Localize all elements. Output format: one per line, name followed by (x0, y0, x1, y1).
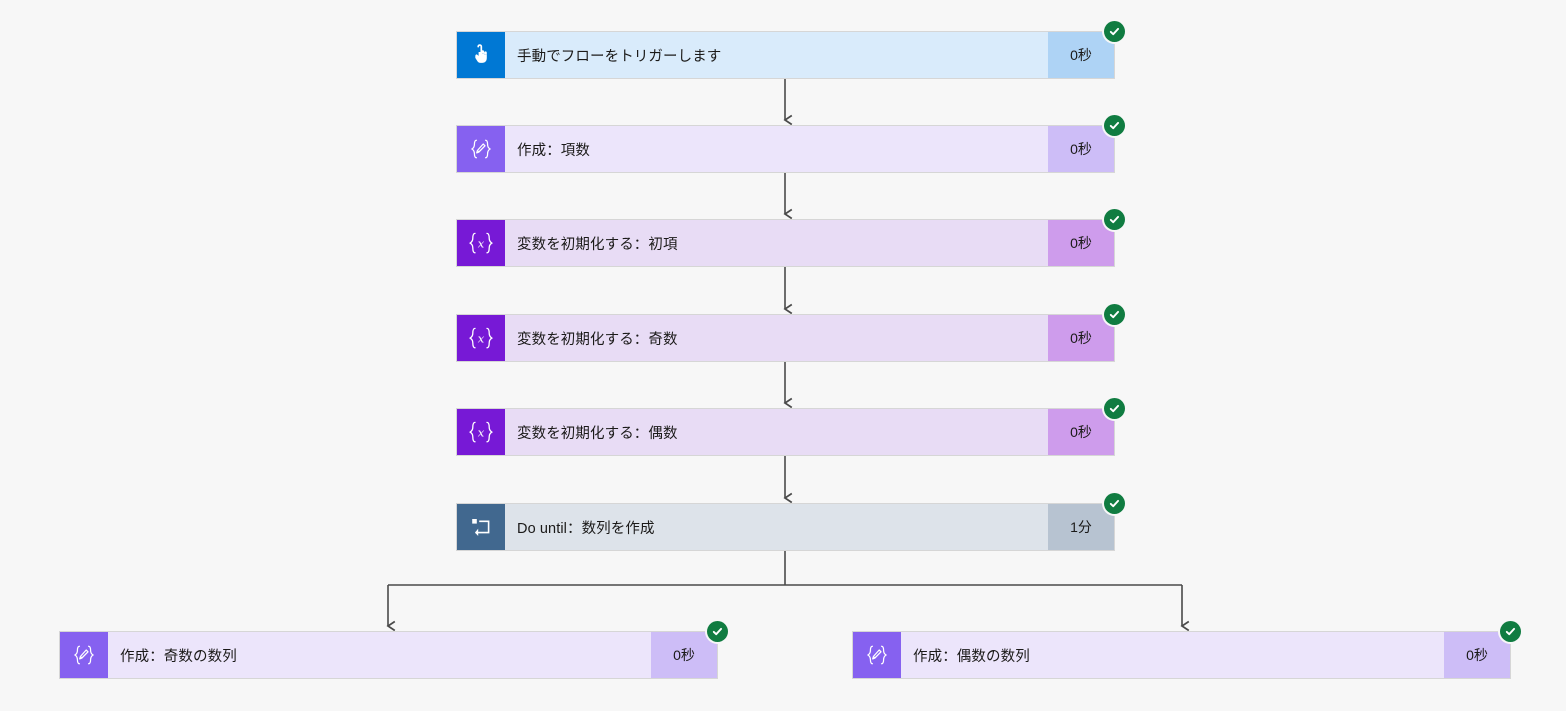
status-badge-succeeded (1104, 398, 1125, 419)
flow-node-duration: 0秒 (1048, 409, 1114, 455)
flow-node-init-even[interactable]: x 変数を初期化する：偶数 0秒 (456, 398, 1125, 456)
status-badge-succeeded (1104, 493, 1125, 514)
variable-braces-icon: x (457, 220, 505, 266)
compose-braces-icon (853, 632, 901, 678)
flow-node-duration: 0秒 (651, 632, 717, 678)
flow-node-compose-even-sequence[interactable]: 作成：偶数の数列 0秒 (852, 621, 1521, 679)
flow-node-title: 手動でフローをトリガーします (505, 32, 1048, 78)
flow-node-duration: 0秒 (1048, 315, 1114, 361)
svg-text:x: x (478, 426, 485, 440)
svg-text:x: x (478, 332, 485, 346)
flow-node-title: 作成：奇数の数列 (108, 632, 651, 678)
flow-node-duration: 0秒 (1048, 126, 1114, 172)
loop-until-icon (457, 504, 505, 550)
flow-node-duration: 0秒 (1048, 32, 1114, 78)
flow-node-init-odd[interactable]: x 変数を初期化する：奇数 0秒 (456, 304, 1125, 362)
status-badge-succeeded (1104, 209, 1125, 230)
status-badge-succeeded (1104, 115, 1125, 136)
svg-text:x: x (478, 237, 485, 251)
flow-node-title: 作成：項数 (505, 126, 1048, 172)
flow-node-manual-trigger[interactable]: 手動でフローをトリガーします 0秒 (456, 21, 1125, 79)
status-badge-succeeded (1500, 621, 1521, 642)
variable-braces-icon: x (457, 409, 505, 455)
flow-node-title: 変数を初期化する：偶数 (505, 409, 1048, 455)
status-badge-succeeded (1104, 304, 1125, 325)
flow-node-do-until[interactable]: Do until：数列を作成 1分 (456, 493, 1125, 551)
flow-node-duration: 0秒 (1444, 632, 1510, 678)
compose-braces-icon (60, 632, 108, 678)
variable-braces-icon: x (457, 315, 505, 361)
flow-node-title: Do until：数列を作成 (505, 504, 1048, 550)
flow-node-title: 作成：偶数の数列 (901, 632, 1444, 678)
compose-braces-icon (457, 126, 505, 172)
flow-node-compose-terms[interactable]: 作成：項数 0秒 (456, 115, 1125, 173)
flow-node-init-first-term[interactable]: x 変数を初期化する：初項 0秒 (456, 209, 1125, 267)
flow-node-title: 変数を初期化する：初項 (505, 220, 1048, 266)
tap-hand-icon (457, 32, 505, 78)
flow-node-title: 変数を初期化する：奇数 (505, 315, 1048, 361)
flow-node-duration: 0秒 (1048, 220, 1114, 266)
status-badge-succeeded (707, 621, 728, 642)
flow-node-duration: 1分 (1048, 504, 1114, 550)
flow-node-compose-odd-sequence[interactable]: 作成：奇数の数列 0秒 (59, 621, 728, 679)
status-badge-succeeded (1104, 21, 1125, 42)
